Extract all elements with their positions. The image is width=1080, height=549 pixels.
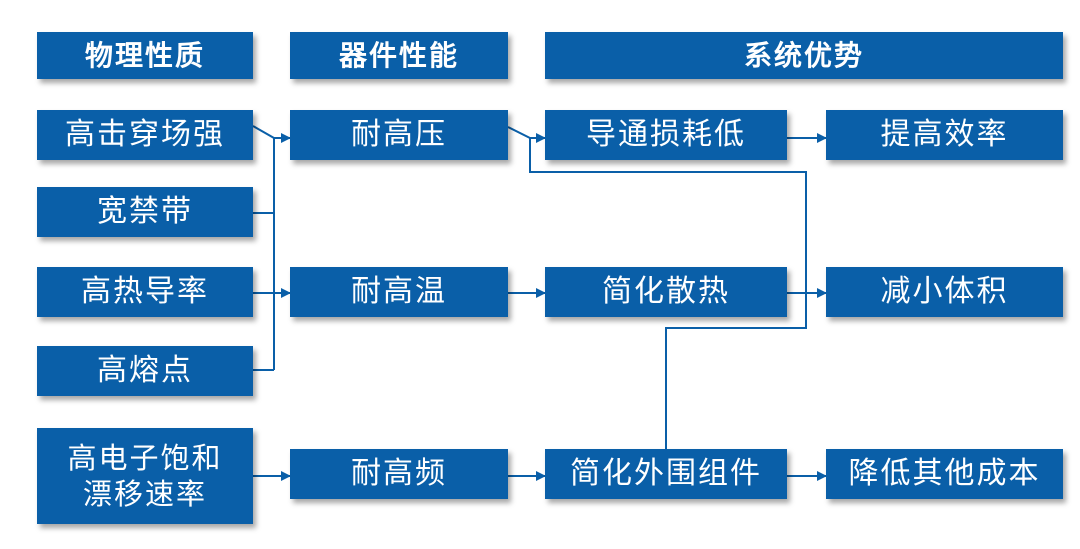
header-system-advantages: 系统优势 <box>545 32 1063 79</box>
node-low-conduction-loss: 导通损耗低 <box>545 110 787 160</box>
node-high-temperature: 耐高温 <box>290 267 508 317</box>
node-high-voltage: 耐高压 <box>290 110 508 160</box>
arrow-to-low-conduction-loss <box>507 126 546 143</box>
node-melting-point: 高熔点 <box>37 346 253 396</box>
node-improve-efficiency: 提高效率 <box>826 110 1063 160</box>
node-electron-drift-velocity: 高电子饱和 漂移速率 <box>37 428 253 524</box>
node-simplified-peripherals: 简化外围组件 <box>545 449 787 499</box>
node-simplified-cooling: 简化散热 <box>545 267 787 317</box>
node-thermal-conductivity: 高热导率 <box>37 267 253 317</box>
connector-breakdown-field <box>252 125 275 139</box>
node-reduce-other-costs: 降低其他成本 <box>826 449 1063 499</box>
node-wide-bandgap: 宽禁带 <box>37 187 253 237</box>
header-device-performance: 器件性能 <box>290 32 508 79</box>
connector-peripherals-to-size <box>665 293 807 449</box>
node-reduce-size: 减小体积 <box>826 267 1063 317</box>
header-physical-properties: 物理性质 <box>37 32 253 79</box>
node-high-frequency: 耐高频 <box>290 449 508 499</box>
connector-high-voltage-to-size <box>529 138 807 293</box>
node-breakdown-field: 高击穿场强 <box>37 110 253 160</box>
